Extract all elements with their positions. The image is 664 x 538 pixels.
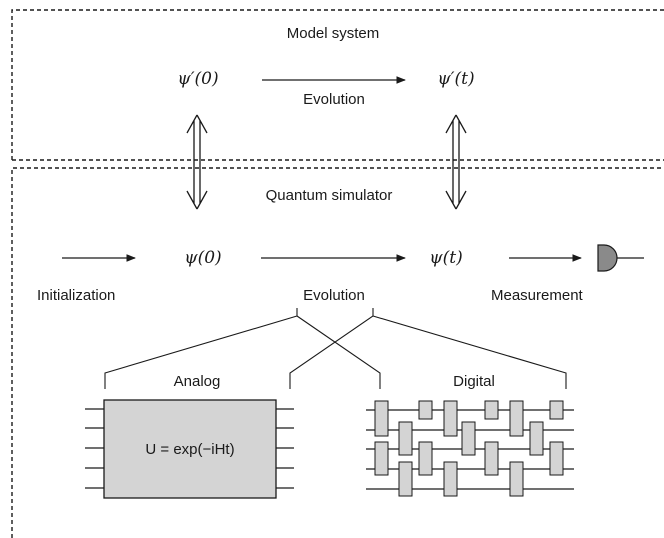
digital-gate <box>509 400 524 437</box>
digital-gate <box>374 400 389 437</box>
digital-gate <box>443 400 458 437</box>
analog-unitary-box <box>103 399 277 499</box>
sim-psi-final: ψ(t) <box>429 248 462 268</box>
digital-gate <box>418 400 433 420</box>
measurement-detector-icon <box>597 244 644 272</box>
model-psi-final: ψ′(t) <box>437 69 474 89</box>
digital-gate <box>484 400 499 420</box>
digital-gates <box>374 400 564 497</box>
model-psi-initial: ψ′(0) <box>177 69 218 89</box>
digital-gate <box>398 421 413 456</box>
model-system-border <box>11 9 664 161</box>
model-evolution-label: Evolution <box>303 91 365 108</box>
digital-gate <box>418 441 433 476</box>
analog-label: Analog <box>174 373 221 390</box>
evolution-bracket <box>104 308 567 389</box>
digital-gate <box>484 441 499 476</box>
analog-unitary-formula: U = exp(−iHt) <box>145 441 234 458</box>
digital-gate <box>374 441 389 476</box>
mapping-arrow-left <box>186 114 208 210</box>
quantum-simulator-title: Quantum simulator <box>266 187 393 204</box>
digital-gate <box>529 421 544 456</box>
digital-gate <box>509 461 524 497</box>
digital-gate <box>461 421 476 456</box>
measurement-label: Measurement <box>491 287 584 304</box>
sim-psi-initial: ψ(0) <box>184 248 221 268</box>
digital-gate <box>398 461 413 497</box>
mapping-arrow-right <box>445 114 467 210</box>
digital-gate <box>549 400 564 420</box>
initialization-label: Initialization <box>37 287 115 304</box>
digital-label: Digital <box>453 373 495 390</box>
digital-gate <box>549 441 564 476</box>
digital-gate <box>443 461 458 497</box>
sim-evolution-label: Evolution <box>303 287 365 304</box>
model-system-title: Model system <box>287 25 380 42</box>
analog-qubit-lines <box>85 408 294 489</box>
